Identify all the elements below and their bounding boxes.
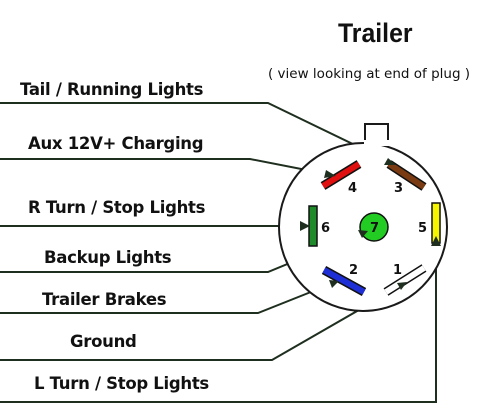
label-aux-charging: Aux 12V+ Charging: [28, 134, 204, 153]
label-left-turn-stop: L Turn / Stop Lights: [34, 374, 209, 393]
pin-number-4: 4: [348, 181, 357, 196]
diagram-subtitle: ( view looking at end of plug ): [268, 66, 471, 82]
pin-4: [320, 160, 362, 190]
plug-key-tab: [364, 123, 389, 141]
pin-1-color: [384, 265, 426, 295]
arrowhead-backup: [358, 230, 368, 238]
pin-number-6: 6: [321, 221, 330, 236]
pin-7: [359, 212, 389, 242]
wire-trailer-brakes: [0, 281, 337, 314]
key-tab-gap: [364, 140, 390, 146]
arrowhead-rturn: [300, 221, 310, 231]
wire-left-turn-stop: [0, 240, 437, 403]
pin-7-color: [359, 212, 389, 242]
pin-number-3: 3: [394, 181, 403, 196]
label-right-turn-stop: R Turn / Stop Lights: [28, 198, 206, 217]
arrowhead-aux: [324, 170, 336, 178]
label-trailer-brakes: Trailer Brakes: [42, 290, 167, 309]
arrowhead-lturn: [431, 236, 441, 246]
pin-4-color: [321, 161, 361, 189]
pin-number-1: 1: [393, 263, 402, 278]
label-ground: Ground: [70, 332, 137, 351]
arrowhead-tail: [384, 158, 396, 165]
arrowhead-ground: [397, 282, 407, 290]
pin-2: [321, 266, 367, 296]
pin-1: [383, 264, 427, 296]
pin-2-color: [322, 267, 366, 295]
pin-6: [308, 205, 318, 247]
pin-number-5: 5: [418, 221, 427, 236]
pin-3-color: [387, 161, 426, 190]
pin-3: [386, 160, 427, 191]
label-tail-running-lights: Tail / Running Lights: [20, 80, 204, 99]
arrowhead-brakes: [329, 280, 339, 288]
pin-number-7: 7: [370, 221, 379, 236]
label-backup-lights: Backup Lights: [44, 248, 172, 267]
pin-6-color: [308, 205, 318, 247]
arrowheads: [300, 158, 441, 290]
wire-aux-charging: [0, 158, 333, 176]
pin-number-2: 2: [349, 263, 358, 278]
diagram-title: Trailer: [338, 18, 413, 48]
